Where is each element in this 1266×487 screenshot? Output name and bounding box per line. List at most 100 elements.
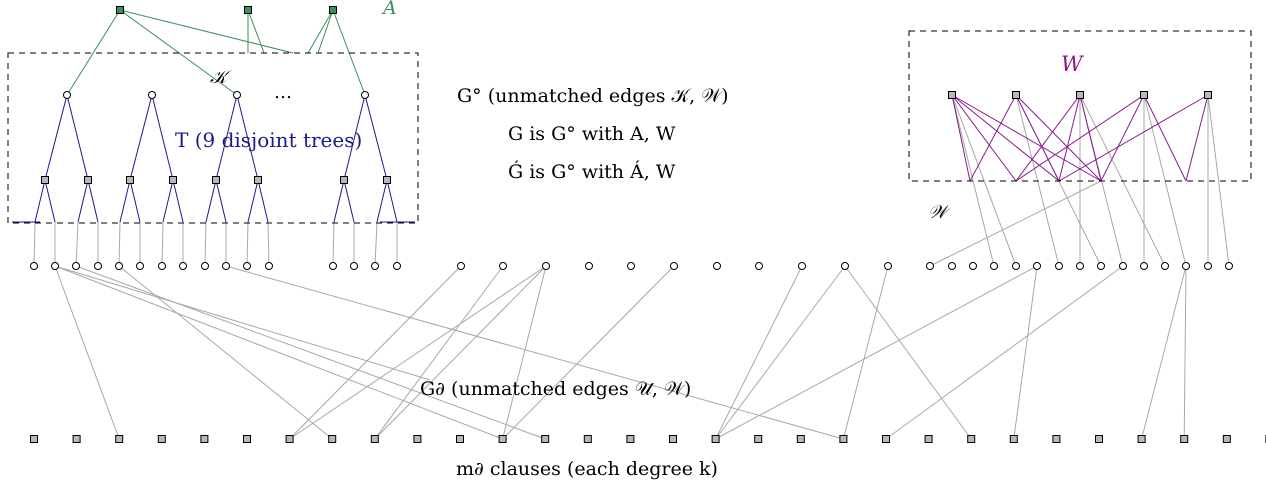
w-region-box bbox=[908, 30, 1252, 182]
clause-node bbox=[370, 435, 379, 443]
variable-node bbox=[30, 262, 38, 270]
w-edge bbox=[1015, 94, 1145, 182]
gray-edge bbox=[929, 180, 1102, 267]
variable-node bbox=[1055, 262, 1063, 270]
variable-node bbox=[94, 262, 102, 270]
clause-node bbox=[583, 435, 592, 443]
gray-edge bbox=[225, 265, 844, 440]
gray-edge bbox=[502, 265, 547, 440]
variable-node bbox=[755, 262, 763, 270]
variable-node bbox=[371, 262, 379, 270]
variable-node bbox=[670, 262, 678, 270]
tree-clause-node bbox=[340, 176, 348, 184]
variable-node bbox=[201, 262, 209, 270]
clause-node bbox=[1052, 435, 1061, 443]
tree-edge bbox=[77, 179, 89, 223]
tree-clause-node bbox=[84, 176, 92, 184]
tree-clause-node bbox=[41, 176, 49, 184]
gray-edge bbox=[161, 221, 164, 267]
gray-edge bbox=[1013, 265, 1038, 440]
tree-edge bbox=[162, 179, 174, 223]
variable-node bbox=[136, 262, 144, 270]
gray-edge bbox=[204, 221, 207, 267]
gray-edge bbox=[715, 265, 846, 440]
variable-node bbox=[1161, 262, 1169, 270]
clause-node bbox=[243, 435, 251, 443]
variable-node bbox=[457, 262, 465, 270]
gray-edge bbox=[374, 265, 547, 440]
clause-node bbox=[796, 435, 805, 443]
variable-node bbox=[948, 262, 956, 270]
w-edge bbox=[1015, 94, 1081, 182]
clause-node bbox=[1095, 435, 1103, 443]
variable-node bbox=[1033, 262, 1041, 270]
variable-node bbox=[1204, 262, 1212, 270]
tree-edge bbox=[376, 179, 388, 223]
w-node bbox=[948, 91, 956, 99]
tree-clause-node bbox=[212, 176, 220, 184]
clause-node bbox=[839, 435, 848, 443]
clause-node bbox=[328, 435, 337, 443]
gray-edge bbox=[842, 265, 889, 440]
w-node bbox=[1204, 91, 1212, 99]
gray-edge bbox=[289, 265, 462, 440]
w-node bbox=[1012, 91, 1020, 99]
gray-edge bbox=[374, 265, 504, 440]
tree-edge bbox=[215, 179, 227, 223]
gray-edge bbox=[715, 265, 803, 440]
tree-edge bbox=[34, 179, 46, 223]
gray-edge bbox=[33, 221, 36, 267]
clause-node bbox=[413, 435, 422, 443]
variable-node bbox=[158, 262, 166, 270]
w-edge bbox=[1058, 94, 1209, 182]
variable-node bbox=[243, 262, 251, 270]
variable-node bbox=[1140, 262, 1148, 270]
label-w: W bbox=[1061, 52, 1085, 76]
a-node bbox=[244, 6, 252, 14]
w-node bbox=[1140, 91, 1148, 99]
tree-edge bbox=[257, 179, 269, 223]
variable-node bbox=[72, 262, 80, 270]
tree-edge bbox=[151, 94, 174, 181]
variable-node bbox=[542, 262, 550, 270]
variable-node bbox=[841, 262, 849, 270]
tree-edge bbox=[172, 179, 184, 223]
gray-edge bbox=[374, 221, 378, 267]
w-edge bbox=[951, 94, 1017, 182]
t-region-box bbox=[7, 52, 419, 224]
gray-edge bbox=[54, 265, 431, 381]
clause-node bbox=[1009, 435, 1018, 443]
tree-root-node bbox=[63, 91, 71, 99]
gray-edge bbox=[1141, 265, 1187, 440]
a-edge bbox=[317, 9, 334, 54]
gray-edge bbox=[844, 265, 972, 440]
gray-edge bbox=[502, 265, 675, 440]
variable-node bbox=[51, 262, 59, 270]
gray-edge bbox=[54, 265, 503, 440]
a-node bbox=[329, 6, 337, 14]
label-g-circ: G° (unmatched edges 𝒦, 𝒲) bbox=[457, 85, 729, 107]
variable-node bbox=[179, 262, 187, 270]
clause-node bbox=[72, 435, 81, 443]
a-edge bbox=[119, 9, 294, 54]
tree-edge bbox=[386, 179, 398, 223]
w-edge bbox=[1100, 94, 1145, 182]
clause-node bbox=[200, 435, 209, 443]
w-edge bbox=[1058, 94, 1081, 182]
variable-node bbox=[926, 262, 934, 270]
gray-edge bbox=[1207, 94, 1230, 267]
w-edge bbox=[1015, 94, 1102, 182]
a-edge bbox=[247, 9, 265, 54]
clause-node bbox=[498, 435, 507, 443]
label-a: A bbox=[381, 0, 397, 19]
variable-node bbox=[1182, 262, 1190, 270]
clause-node bbox=[285, 435, 294, 443]
tree-edge bbox=[44, 179, 56, 223]
tree-edge bbox=[66, 94, 89, 181]
w-edges bbox=[951, 94, 1209, 182]
tree-clause-node bbox=[169, 176, 177, 184]
clause-node bbox=[1137, 435, 1146, 443]
tree-edge bbox=[44, 94, 68, 181]
w-edge bbox=[1079, 94, 1102, 182]
tree-root-node bbox=[148, 91, 156, 99]
